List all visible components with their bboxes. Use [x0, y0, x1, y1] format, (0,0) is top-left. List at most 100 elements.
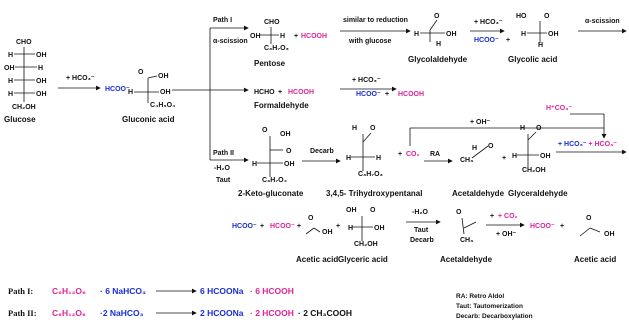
svg-text:O: O: [536, 125, 542, 132]
pentose-label: Pentose: [254, 59, 286, 68]
svg-text:Taut: Taut: [414, 227, 429, 234]
svg-text:H: H: [38, 65, 43, 72]
svg-text:+: +: [398, 151, 402, 158]
svg-text:H: H: [512, 153, 517, 160]
svg-text:OH: OH: [322, 229, 333, 236]
svg-text:HCOOH: HCOOH: [288, 89, 314, 96]
svg-text:O: O: [488, 143, 494, 150]
svg-text:HCOO⁻: HCOO⁻: [530, 223, 555, 230]
keto-gluconate-structure: O OH O H OH C₃H₇O₄ 2-Keto-gluconate: [238, 127, 304, 198]
equation-path2: Path II: C₆H₁₂O₆ ·2 NaHCO₃ 2 HCOONa · 2 …: [8, 308, 352, 318]
svg-text:HCOO⁻: HCOO⁻: [232, 223, 257, 230]
svg-text:HCOO⁻: HCOO⁻: [270, 223, 295, 230]
svg-text:H: H: [8, 52, 13, 59]
svg-text:· 6 HCOOH: · 6 HCOOH: [250, 286, 294, 296]
svg-text:+ OH⁻: + OH⁻: [496, 231, 517, 238]
acetaldehyde-structure: H O CH₃ Acetaldehyde: [452, 143, 505, 198]
svg-text:C₄H₉O₄: C₄H₉O₄: [150, 102, 175, 109]
svg-text:with glucose: with glucose: [348, 38, 392, 45]
hcoo-product: HCOO⁻: [474, 37, 499, 44]
svg-text:· 2 HCOOH: · 2 HCOOH: [250, 308, 294, 318]
svg-text:O: O: [370, 207, 376, 214]
svg-text:H: H: [472, 145, 477, 152]
svg-text:O: O: [262, 127, 268, 134]
svg-text:+: +: [336, 223, 340, 230]
svg-text:H⁺CO₃⁻: H⁺CO₃⁻: [546, 105, 572, 112]
svg-text:α-scission: α-scission: [213, 38, 248, 45]
svg-text:H: H: [376, 155, 381, 162]
svg-text:Path II: Path II: [213, 150, 234, 157]
svg-text:OH: OH: [374, 225, 385, 232]
svg-text:+: +: [297, 223, 301, 230]
svg-text:CH₃: CH₃: [460, 237, 473, 244]
acetic-acid-2-label: Acetic acid: [574, 255, 616, 264]
svg-text:H: H: [8, 78, 13, 85]
svg-text:+ CO₂: + CO₂: [498, 213, 518, 220]
hcho: HCHO: [254, 89, 275, 96]
svg-text:O: O: [370, 125, 376, 132]
pentose-structure: CHO OH H C₃H₇O₃ Pentose: [250, 19, 289, 68]
acetic-acid-structure: O OH Acetic acid: [296, 215, 338, 264]
svg-text:+: +: [385, 91, 389, 98]
svg-text:OH: OH: [604, 231, 615, 238]
svg-text:-H₂O: -H₂O: [214, 165, 230, 172]
svg-text:OH: OH: [446, 31, 457, 38]
svg-text:C₃H₇O₃: C₃H₇O₃: [264, 45, 289, 52]
formaldehyde-label: Formaldehyde: [254, 101, 309, 110]
acetaldehyde-2-label: Acetaldehyde: [440, 255, 493, 264]
svg-text:6 HCOONa: 6 HCOONa: [200, 286, 244, 296]
trihydroxypentanal-structure: H O H H C₃H₇O₃ 3,4,5- Trihydroxypentanal: [326, 125, 422, 198]
svg-text:H: H: [128, 89, 133, 96]
svg-text:CHO: CHO: [16, 39, 32, 46]
acetaldehyde-2-structure: O CH₃ Acetaldehyde: [440, 209, 493, 264]
svg-text:H: H: [521, 31, 526, 38]
acetaldehyde-label: Acetaldehyde: [452, 189, 505, 198]
svg-text:O: O: [286, 148, 292, 155]
svg-text:H: H: [280, 33, 285, 40]
svg-text:OH: OH: [548, 31, 559, 38]
svg-text:HCOOH: HCOOH: [301, 33, 327, 40]
svg-text:-H₂O: -H₂O: [412, 209, 428, 216]
svg-text:OH: OH: [36, 52, 47, 59]
svg-text:· 6 NaHCO₃: · 6 NaHCO₃: [100, 286, 146, 296]
svg-text:+ HCO₃⁻: + HCO₃⁻: [474, 19, 503, 26]
abbreviation-legend: RA: Retro Aldol Taut: Tautomerization De…: [456, 293, 533, 320]
svg-text:O: O: [308, 215, 314, 222]
gluconic-acid-structure: O OH H OH C₄H₉O₄ Gluconic acid: [122, 69, 175, 124]
glycolic-acid-label: Glycolic acid: [508, 55, 557, 64]
acetic-acid-label: Acetic acid: [296, 255, 338, 264]
svg-text:OH: OH: [36, 78, 47, 85]
svg-text:+ HCO₃⁻: + HCO₃⁻: [352, 77, 381, 84]
glycolaldehyde-structure: O H H OH Glycolaldehyde: [408, 13, 468, 64]
svg-text:Decarb: Decarboxylation: Decarb: Decarboxylation: [456, 313, 533, 320]
svg-text:OH: OH: [280, 131, 291, 138]
svg-text:CH₂OH: CH₂OH: [354, 241, 378, 248]
svg-text:+: +: [560, 223, 564, 230]
svg-text:+ HCO₃⁻: + HCO₃⁻: [66, 75, 95, 82]
svg-text:CO₂: CO₂: [406, 151, 420, 158]
svg-text:·2 NaHCO₃: ·2 NaHCO₃: [100, 308, 144, 318]
keto-gluconate-label: 2-Keto-gluconate: [238, 189, 304, 198]
gluconic-acid-label: Gluconic acid: [122, 115, 175, 124]
svg-text:CH₂OH: CH₂OH: [522, 167, 546, 174]
svg-text:OH: OH: [540, 153, 551, 160]
svg-text:Decarb: Decarb: [410, 237, 434, 244]
svg-text:α-scission: α-scission: [585, 18, 620, 25]
svg-text:+: +: [502, 155, 506, 162]
svg-text:OH: OH: [346, 207, 357, 214]
svg-text:OH: OH: [284, 161, 295, 168]
svg-text:HCOO⁻: HCOO⁻: [356, 91, 381, 98]
svg-text:H: H: [8, 91, 13, 98]
svg-text:H: H: [538, 42, 543, 49]
trihydroxypentanal-label: 3,4,5- Trihydroxypentanal: [326, 189, 422, 198]
glucose-label: Glucose: [4, 115, 36, 124]
svg-text:H: H: [346, 155, 351, 162]
svg-text:+: +: [506, 37, 510, 44]
svg-text:O: O: [456, 209, 462, 216]
svg-text:CHO: CHO: [264, 19, 280, 26]
svg-text:OH: OH: [250, 33, 261, 40]
glycolic-acid-structure: HO O H OH H Glycolic acid: [508, 13, 559, 64]
svg-text:Taut: Tautomerization: Taut: Tautomerization: [456, 303, 523, 310]
svg-text:+: +: [294, 33, 298, 40]
